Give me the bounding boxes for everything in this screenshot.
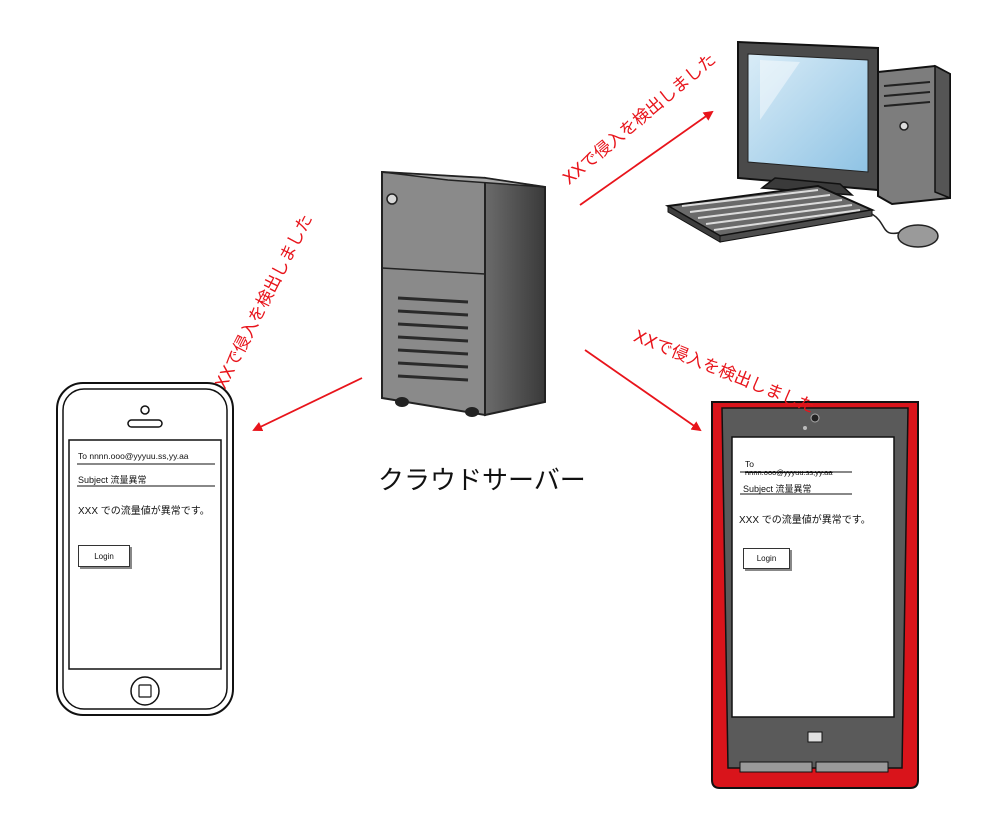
arrow-to-pc: [579, 110, 714, 206]
android-mail-screen: To nnnn.ooo@yyyuu.ss,yy.aa Subject 流量異常 …: [732, 437, 894, 717]
android-mail-subject: Subject 流量異常: [743, 484, 812, 494]
android-mail-to-address: nnnn.ooo@yyyuu.ss,yy.aa: [745, 468, 833, 477]
iphone-mail-subject: Subject 流量異常: [78, 475, 147, 485]
android-device-icon: [711, 401, 919, 789]
server-tower-icon: [381, 170, 546, 417]
arrow-to-android: [584, 349, 702, 432]
android-login-button[interactable]: Login: [743, 548, 790, 569]
iphone-mail-screen: To nnnn.ooo@yyyuu.ss,yy.aa Subject 流量異常 …: [69, 440, 221, 669]
android-mail-to-label: To: [745, 459, 754, 469]
iphone-login-button[interactable]: Login: [78, 545, 130, 567]
iphone-mail-to: To nnnn.ooo@yyyuu.ss,yy.aa: [78, 451, 189, 461]
arrow-to-iphone: [252, 377, 363, 432]
server-caption: クラウドサーバー: [378, 466, 586, 496]
android-mail-body: XXX での流量値が異常です。: [739, 515, 871, 526]
iphone-mail-body: XXX での流量値が異常です。: [78, 506, 210, 517]
desktop-pc-icon: [664, 40, 951, 248]
